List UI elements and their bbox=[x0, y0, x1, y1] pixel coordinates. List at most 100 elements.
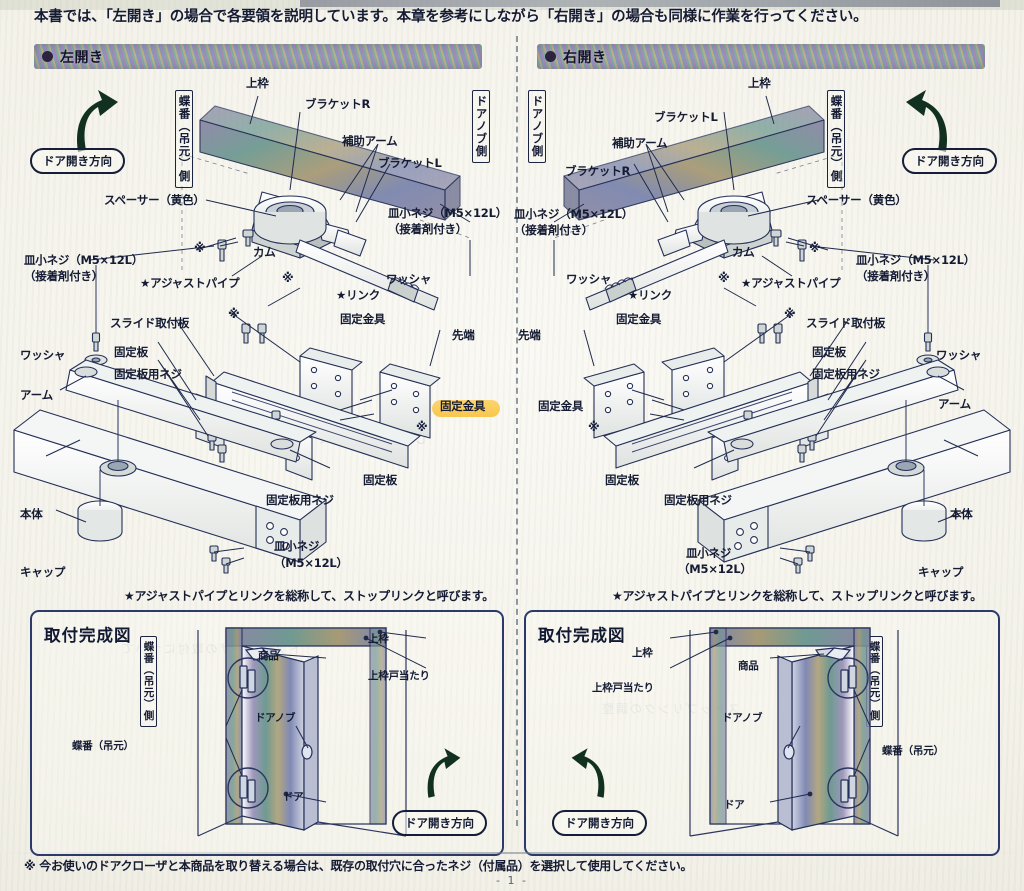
label-bracket-r-left: ブラケットR bbox=[305, 97, 371, 111]
label-body-left: 本体 bbox=[20, 507, 43, 521]
completion-title-left: 取付完成図 bbox=[44, 626, 132, 645]
label-flat-screw-2-left: 皿小ネジ（M5×12L） bbox=[388, 206, 508, 220]
footer-divider bbox=[0, 852, 1024, 854]
label-fixing-plate-b-right: 固定板 bbox=[605, 473, 639, 487]
open-direction-arrow-left-panel bbox=[420, 745, 464, 801]
label-top-frame-right-panel: 上枠 bbox=[632, 647, 653, 659]
asterisk-mark-left-2: ※ bbox=[282, 271, 294, 285]
label-flat-screw-1-sub-left: （接着剤付き） bbox=[24, 269, 104, 283]
label-top-frame-right: 上枠 bbox=[748, 76, 771, 90]
open-direction-pill-left-panel: ドア開き方向 bbox=[392, 810, 487, 836]
asterisk-mark-left-3: ※ bbox=[228, 307, 240, 321]
top-edge-bar bbox=[300, 0, 1000, 7]
page-number: - 1 - bbox=[496, 874, 528, 887]
asterisk-mark-right-2: ※ bbox=[718, 271, 730, 285]
label-flat-screw-2-sub-right: （接着剤付き） bbox=[856, 269, 936, 283]
open-direction-arrow-right bbox=[902, 86, 956, 156]
label-link-right: ★リンク bbox=[628, 288, 673, 302]
label-flat-screw-3-sub-left: （M5×12L） bbox=[274, 556, 348, 570]
label-top-frame-left-panel: 上枠 bbox=[368, 633, 389, 645]
label-flat-screw-1-sub-right: （接着剤付き） bbox=[514, 223, 594, 237]
label-washer-right-right: ワッシャ bbox=[936, 348, 982, 362]
label-flat-screw-1-right: 皿小ネジ（M5×12L） bbox=[514, 207, 634, 221]
label-product-right-panel: 商品 bbox=[738, 660, 759, 672]
label-top-frame-left: 上枠 bbox=[246, 76, 269, 90]
label-tip-left: 先端 bbox=[452, 328, 475, 342]
open-direction-pill-right-panel: ドア開き方向 bbox=[552, 810, 647, 836]
asterisk-mark-left-4: ※ bbox=[416, 420, 428, 434]
label-flat-screw-3-left: 皿小ネジ bbox=[274, 539, 320, 553]
star-note-right: ★アジャストパイプとリンクを総称して、ストップリンクと呼びます。 bbox=[612, 589, 982, 603]
asterisk-mark-right-3: ※ bbox=[784, 307, 796, 321]
label-flat-screw-1-left: 皿小ネジ（M5×12L） bbox=[24, 253, 144, 267]
label-fixing-metal-b-left: 固定金具 bbox=[440, 399, 486, 413]
label-arm-right: アーム bbox=[938, 397, 971, 411]
label-adjust-pipe-right: ★アジャストパイプ bbox=[741, 276, 841, 290]
label-adjust-pipe-left: ★アジャストパイプ bbox=[140, 276, 240, 290]
label-flat-screw-2-sub-left: （接着剤付き） bbox=[388, 222, 468, 236]
label-fixing-metal-b-right: 固定金具 bbox=[538, 399, 584, 413]
label-slide-plate-right: スライド取付板 bbox=[806, 316, 886, 330]
label-flat-screw-3-right: 皿小ネジ bbox=[686, 546, 732, 560]
label-product-left-panel: 商品 bbox=[258, 650, 279, 662]
knob-side-label-right: ドアノブ側 bbox=[528, 90, 546, 163]
open-direction-pill-right: ドア開き方向 bbox=[902, 148, 997, 174]
label-flat-screw-2-right: 皿小ネジ（M5×12L） bbox=[856, 253, 976, 267]
label-aux-arm-right: 補助アーム bbox=[612, 136, 668, 150]
label-door-left-panel: ドア bbox=[283, 791, 304, 803]
label-tip-right: 先端 bbox=[518, 328, 541, 342]
label-arm-left: アーム bbox=[20, 388, 53, 402]
label-fixing-plate-screw-a-right: 固定板用ネジ bbox=[812, 367, 880, 381]
hinge-side-label-right: 蝶番（吊元）側 bbox=[827, 90, 845, 188]
label-washer-right-left: ワッシャ bbox=[386, 272, 432, 286]
label-door-right-panel: ドア bbox=[724, 799, 745, 811]
section-banner-left-label: 左開き bbox=[60, 49, 104, 66]
knob-side-label-left: ドアノブ側 bbox=[472, 90, 490, 163]
label-bracket-r-right: ブラケットR bbox=[565, 164, 631, 178]
label-fixing-plate-screw-b-left: 固定板用ネジ bbox=[266, 493, 334, 507]
center-divider bbox=[516, 36, 518, 826]
label-bracket-l-right: ブラケットL bbox=[654, 110, 718, 124]
label-fixing-plate-a-right: 固定板 bbox=[812, 345, 846, 359]
label-fixing-plate-a-left: 固定板 bbox=[114, 345, 148, 359]
label-hinge-left-panel: 蝶番（吊元） bbox=[72, 740, 134, 752]
filled-circle-icon bbox=[545, 51, 556, 62]
label-link-left: ★リンク bbox=[336, 288, 381, 302]
hinge-side-vertical-left-panel: 蝶番（吊元）側 bbox=[140, 636, 157, 727]
filled-circle-icon bbox=[42, 51, 53, 62]
highlight-fixing-metal-left bbox=[432, 400, 500, 417]
section-banner-right-open: 右開き bbox=[537, 44, 985, 69]
asterisk-mark-left-1: ※ bbox=[194, 241, 206, 255]
footnote-text: ※ 今お使いのドアクローザと本商品を取り替える場合は、既存の取付穴に合ったネジ（… bbox=[24, 859, 693, 873]
label-flat-screw-3-sub-right: （M5×12L） bbox=[678, 562, 752, 576]
label-top-frame-stop-left-panel: 上枠戸当たり bbox=[368, 670, 430, 682]
star-note-left: ★アジャストパイプとリンクを総称して、ストップリンクと呼びます。 bbox=[124, 589, 494, 603]
intro-text: 本書では、「左開き」の場合で各要領を説明しています。本章を参考にしながら「右開き… bbox=[34, 9, 868, 25]
label-hinge-right-panel: 蝶番（吊元） bbox=[882, 745, 944, 757]
label-fixing-plate-screw-a-left: 固定板用ネジ bbox=[114, 367, 182, 381]
label-slide-plate-left: スライド取付板 bbox=[110, 316, 190, 330]
label-fixing-plate-screw-b-right: 固定板用ネジ bbox=[664, 493, 732, 507]
label-aux-arm-left: 補助アーム bbox=[342, 134, 398, 148]
label-cap-left: キャップ bbox=[20, 565, 66, 579]
label-door-knob-left-panel: ドアノブ bbox=[255, 712, 296, 724]
section-banner-left-open: 左開き bbox=[34, 44, 482, 69]
door-illustration-right bbox=[670, 616, 920, 848]
label-body-right: 本体 bbox=[950, 507, 973, 521]
open-direction-pill-left: ドア開き方向 bbox=[30, 148, 125, 174]
completion-title-right: 取付完成図 bbox=[538, 626, 626, 645]
asterisk-mark-right-1: ※ bbox=[809, 241, 821, 255]
hinge-side-label-left: 蝶番（吊元）側 bbox=[175, 90, 193, 188]
label-cam-left: カム bbox=[253, 245, 276, 259]
section-banner-right-label: 右開き bbox=[563, 49, 607, 66]
label-washer-left-left: ワッシャ bbox=[20, 348, 66, 362]
door-illustration-left bbox=[176, 616, 426, 848]
open-direction-arrow-left bbox=[68, 86, 122, 156]
label-door-knob-right-panel: ドアノブ bbox=[722, 712, 763, 724]
asterisk-mark-right-4: ※ bbox=[588, 420, 600, 434]
right-exploded-diagram bbox=[508, 70, 1024, 590]
label-fixing-metal-a-right: 固定金具 bbox=[616, 312, 662, 326]
label-spacer-left: スペーサー（黄色） bbox=[104, 193, 205, 207]
label-cam-right: カム bbox=[732, 245, 755, 259]
